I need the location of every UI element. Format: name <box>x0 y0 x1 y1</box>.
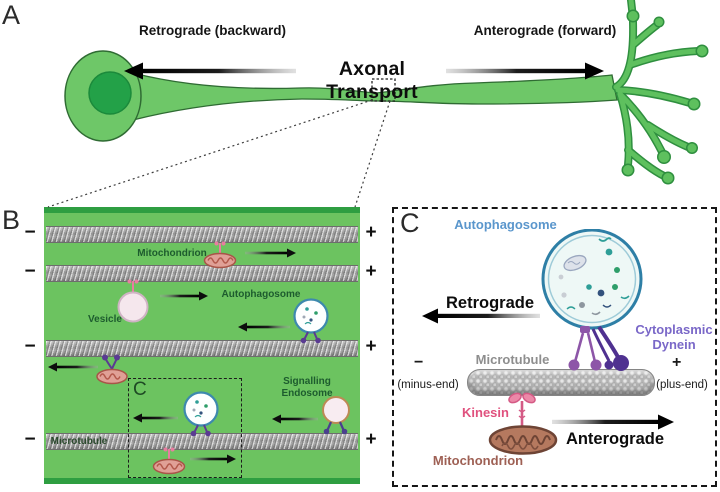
signalling-endosome-label: Signalling Endosome <box>281 376 333 399</box>
retrograde-arrow-a <box>124 62 296 80</box>
mitochondrion-label-c: Mitochondrion <box>432 453 524 468</box>
cytoplasmic-dynein-label: Cytoplasmic Dynein <box>635 322 713 352</box>
autophagosome-illustration-c <box>537 228 649 382</box>
microtubule-label-c: Microtubule <box>475 352 550 367</box>
soma-shape <box>64 50 142 142</box>
nucleus-shape <box>88 71 132 115</box>
signalling-endosome-cargo <box>316 396 356 441</box>
retrograde-backward-label: Retrograde (backward) <box>138 23 287 38</box>
kinesin-label: Kinesin <box>462 405 509 420</box>
autophagosome-label-c: Autophagosome <box>454 217 557 232</box>
mitochondrion-label-b: Mitochondrion <box>137 248 207 259</box>
mitochondrion-kinesin-cargo-2 <box>152 447 186 480</box>
minus-end-sign-2: − <box>24 261 36 282</box>
mitochondrion-dynein-cargo <box>94 354 130 391</box>
axonal-transport-title: Axonal Transport <box>326 58 418 103</box>
plus-end-sign-2: + <box>365 261 377 282</box>
inset-c-label: C <box>133 379 147 400</box>
anterograde-forward-label: Anterograde (forward) <box>473 23 617 38</box>
anterograde-arrow-a <box>446 62 604 80</box>
inset-c-callout-box <box>128 378 242 478</box>
zoom-projection-lines <box>47 99 391 208</box>
microtubule-bar-1 <box>46 226 358 243</box>
anterograde-label-c: Anterograde <box>565 430 665 448</box>
plus-sign-c: + <box>672 354 682 371</box>
autophagosome-dynein-cargo-1 <box>289 297 335 350</box>
vesicle-kinesin-cargo <box>116 279 150 328</box>
minus-sign-c: − <box>414 354 424 371</box>
microtubule-cylinder <box>467 369 655 396</box>
panel-a-label: A <box>2 0 21 30</box>
mitochondrion-illustration-c <box>486 424 560 463</box>
cytoplasmic-dynein-illustration <box>568 325 629 371</box>
panel-c-label: C <box>400 208 420 238</box>
vesicle-label-b: Vesicle <box>88 314 122 325</box>
minus-end-sign-4: − <box>24 429 36 450</box>
panel-b-label: B <box>2 205 21 235</box>
plus-end-sign-3: + <box>365 336 377 357</box>
mitochondrion-kinesin-cargo-1 <box>203 241 237 274</box>
plus-end-sign-1: + <box>365 222 377 243</box>
minus-end-sign-1: − <box>24 222 36 243</box>
microtubule-label-b: Microtubule <box>50 436 108 447</box>
plus-end-label: (plus-end) <box>656 379 708 391</box>
microtubule-bar-2 <box>46 265 358 282</box>
autophagosome-label-b: Autophagosome <box>221 289 301 300</box>
autophagosome-dynein-cargo-2 <box>179 390 225 443</box>
minus-end-label: (minus-end) <box>397 379 459 391</box>
retrograde-label-c: Retrograde <box>445 294 535 312</box>
microtubule-bar-3 <box>46 340 358 357</box>
autophagosome-contents <box>558 237 630 316</box>
microtubule-bar-4 <box>46 433 358 450</box>
minus-end-sign-3: − <box>24 336 36 357</box>
plus-end-sign-4: + <box>365 429 377 450</box>
